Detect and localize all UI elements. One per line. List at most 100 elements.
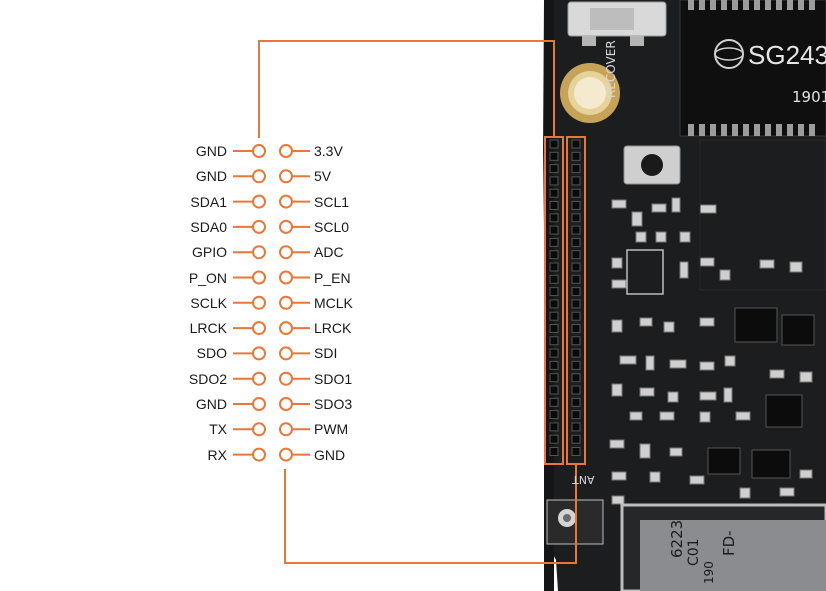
smd-part	[723, 387, 733, 403]
pin-connectors	[233, 144, 310, 462]
smd-part	[699, 411, 711, 423]
header-hole	[549, 422, 559, 432]
pin-circle-right	[279, 447, 293, 462]
header-hole	[549, 299, 559, 309]
smd-part	[611, 319, 623, 333]
pin-circle-left	[252, 422, 266, 437]
header-hole	[549, 336, 559, 346]
pin-circle-right	[279, 422, 293, 437]
pin-label-right: 3.3V	[314, 143, 343, 159]
module-code-4: FD-	[720, 530, 738, 556]
header-hole	[571, 336, 581, 346]
pin-circle-right	[279, 219, 293, 234]
smd-part	[739, 487, 751, 499]
smd-part	[799, 371, 813, 383]
leader-line-top	[258, 40, 555, 138]
chip-pin-top	[798, 0, 804, 10]
chip-code-text: 1901	[792, 88, 826, 106]
smd-part	[679, 261, 689, 279]
smd-part	[699, 257, 715, 267]
header-hole	[549, 447, 559, 456]
header-hole	[549, 348, 559, 358]
pin-circle-left	[252, 295, 266, 310]
smd-part	[619, 355, 637, 365]
header-hole	[571, 299, 581, 309]
pin-circle-left	[252, 194, 266, 209]
chip-pin-bottom	[809, 124, 815, 136]
chip-pin-top	[710, 0, 716, 10]
pin-circle-left	[252, 397, 266, 411]
smd-part	[799, 469, 813, 479]
header-hole	[571, 274, 581, 284]
header-hole	[571, 348, 581, 358]
pin-label-left: P_ON	[188, 269, 227, 286]
smd-part	[611, 471, 627, 481]
header-hole	[549, 324, 559, 333]
ic-4	[707, 447, 741, 475]
pin-circle-left	[252, 371, 266, 386]
pin-circle-right	[279, 346, 293, 361]
smd-part	[635, 231, 647, 243]
ic-1	[734, 307, 778, 343]
header-hole	[571, 164, 581, 174]
pin-circle-right	[279, 397, 293, 411]
smd-part	[779, 487, 795, 497]
chip-pin-bottom	[787, 124, 793, 136]
pin-label-left: GND	[195, 396, 227, 412]
pin-label-left: GPIO	[191, 244, 227, 261]
smd-part	[639, 317, 653, 327]
smd-part	[611, 495, 625, 505]
pin-label-left: SDA0	[190, 218, 227, 235]
header-hole	[549, 262, 559, 272]
chip-pin-top	[688, 0, 694, 10]
smd-part	[759, 259, 775, 269]
smd-part	[651, 203, 667, 213]
pin-circle-left	[252, 245, 266, 260]
header-holes	[549, 139, 581, 456]
pin-label-right: SDI	[314, 345, 338, 362]
header-hole	[549, 151, 559, 161]
pin-label-left: SDO2	[188, 370, 227, 387]
ic-6	[626, 249, 664, 295]
header-hole	[549, 164, 559, 174]
header-hole	[571, 311, 581, 321]
chip-pin-bottom	[743, 124, 749, 136]
pin-label-left: SDO	[196, 345, 227, 362]
smd-part	[649, 471, 661, 483]
header-hole	[549, 434, 559, 444]
pin-label-left: TX	[209, 421, 227, 438]
chip-pin-top	[721, 0, 727, 10]
header-hole	[571, 237, 581, 247]
pin-circle-right	[279, 144, 293, 158]
smd-part	[724, 355, 736, 367]
pin-circle-right	[279, 321, 293, 336]
chip-pin-top	[732, 0, 738, 10]
ic-5	[751, 449, 791, 479]
smd-part	[789, 261, 803, 273]
chip-pin-top	[776, 0, 782, 10]
header-hole	[549, 213, 559, 223]
chip-pin-bottom	[798, 124, 804, 136]
smd-part	[735, 411, 751, 421]
pin-label-left: GND	[195, 168, 227, 185]
chip-pin-bottom	[699, 124, 705, 136]
smd-part	[611, 257, 623, 269]
header-hole	[549, 360, 559, 370]
header-hole	[571, 201, 581, 210]
header-hole	[549, 287, 559, 297]
chip-pin-top	[787, 0, 793, 10]
header-hole	[549, 225, 559, 235]
header-hole	[571, 385, 581, 395]
pin-label-right: GND	[314, 446, 346, 463]
header-hole	[549, 139, 559, 149]
header-hole	[571, 151, 581, 161]
pin-label-left: SDA1	[190, 193, 227, 210]
smd-part	[769, 369, 785, 379]
header-hole	[571, 176, 581, 186]
chip-pin-top	[809, 0, 815, 10]
header-hole	[571, 434, 581, 444]
chip-pin-bottom	[776, 124, 782, 136]
chip-pin-bottom	[688, 124, 694, 136]
pin-label-right: SCL1	[314, 193, 350, 210]
